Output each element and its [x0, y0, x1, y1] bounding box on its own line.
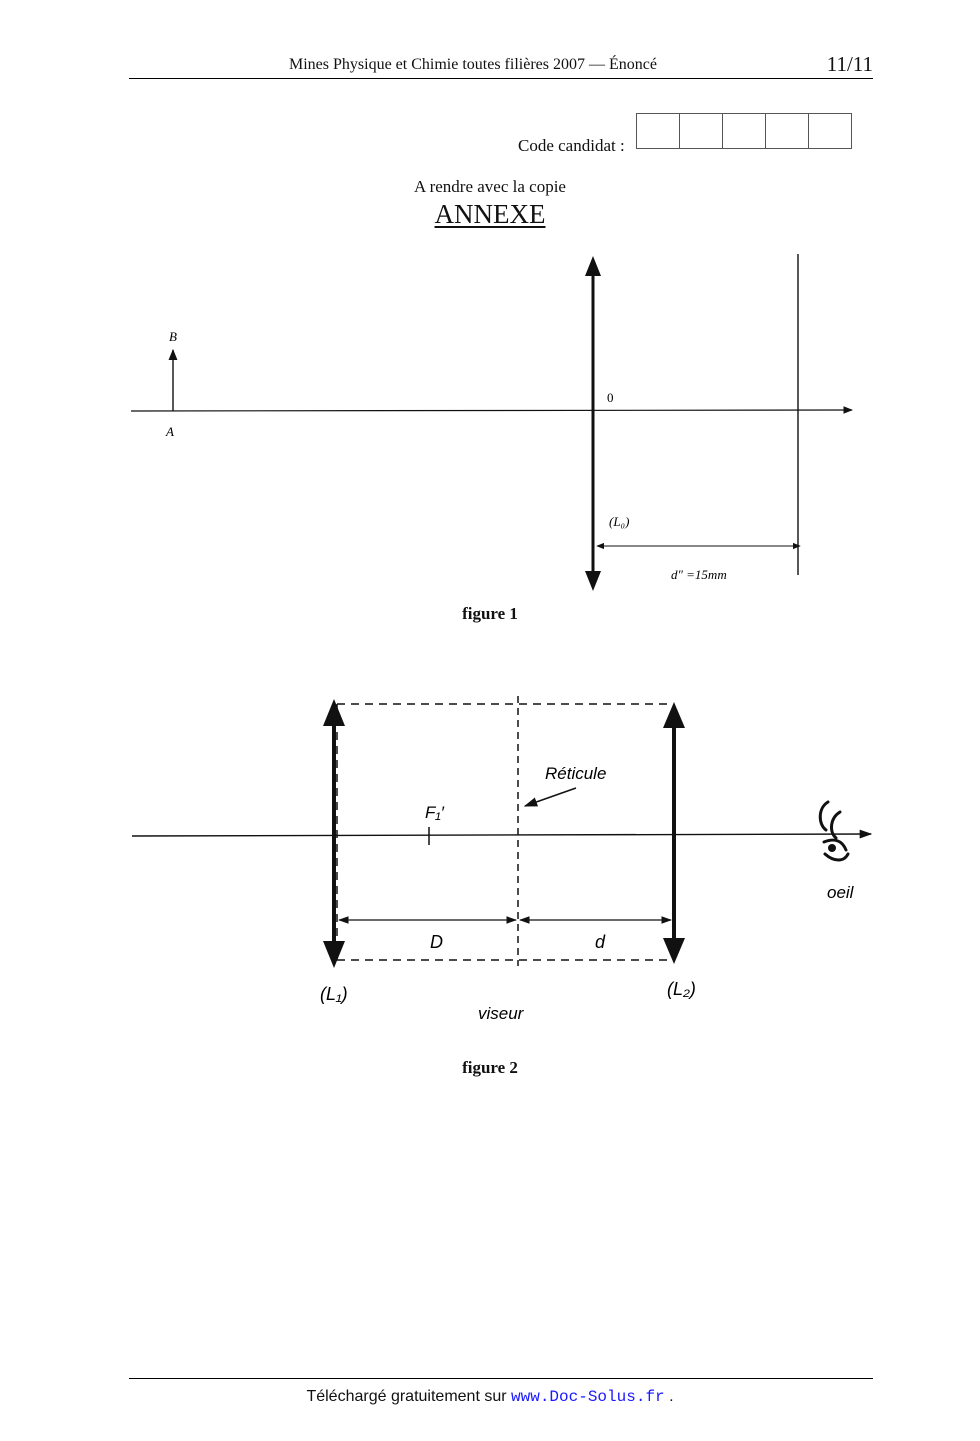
lens-L1-label: (L₁): [320, 984, 348, 1004]
lens-L1: [323, 699, 345, 968]
viseur-box: [336, 703, 673, 961]
label-B: B: [169, 329, 177, 344]
label-O: 0: [607, 390, 614, 405]
lens-L0: [585, 256, 601, 591]
footer-link[interactable]: www.Doc-Solus.fr: [511, 1388, 665, 1406]
footer-rule: [129, 1378, 873, 1379]
optical-axis-2: [131, 829, 873, 839]
footer-text: Téléchargé gratuitement sur: [306, 1388, 507, 1405]
label-F1-prime: F₁′: [425, 803, 445, 822]
page-number: 11/11: [826, 52, 873, 76]
figure-1: B A 0 (L₀) d″ =15mm: [130, 254, 853, 591]
optical-axis-1: [130, 406, 853, 414]
label-reticule: Réticule: [545, 764, 606, 783]
label-d: d: [595, 932, 606, 952]
distance-d2-label: d″ =15mm: [671, 567, 727, 582]
candidate-code-box[interactable]: [808, 113, 852, 149]
candidate-code-label: Code candidat :: [518, 136, 625, 155]
header-title: Mines Physique et Chimie toutes filières…: [289, 56, 657, 73]
label-D: D: [430, 932, 443, 952]
figure-1-caption: figure 1: [462, 604, 518, 623]
candidate-code-boxes: [636, 113, 852, 149]
page-footer: Téléchargé gratuitement sur www.Doc-Solu…: [0, 1388, 980, 1406]
annex-subtitle: A rendre avec la copie: [414, 177, 566, 196]
label-viseur: viseur: [478, 1004, 525, 1023]
annex-title-text: ANNEXE: [434, 199, 546, 229]
reticle-pointer-arrow: [523, 787, 577, 807]
lens-L2-label: (L₂): [667, 979, 696, 999]
eye-icon: [818, 800, 850, 862]
annex-title: ANNEXE: [0, 199, 980, 230]
lens-L2: [663, 702, 685, 964]
figure-2-caption: figure 2: [462, 1058, 518, 1077]
footer-end: .: [669, 1388, 674, 1405]
label-A: A: [165, 424, 174, 439]
figure-2: Réticule F₁′ D d (L₁) (L₂) viseur oeil: [131, 696, 873, 1023]
label-oeil: oeil: [827, 883, 855, 902]
page-header: Mines Physique et Chimie toutes filières…: [129, 52, 873, 79]
lens-L0-label: (L₀): [609, 514, 629, 529]
